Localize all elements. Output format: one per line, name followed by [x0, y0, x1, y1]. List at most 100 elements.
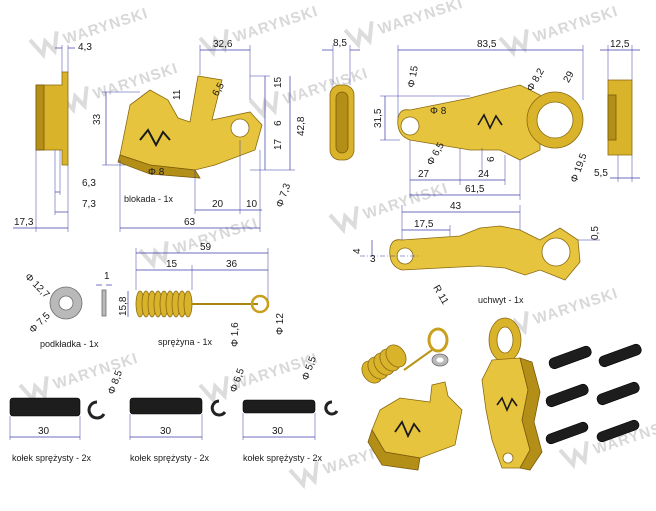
uchwyt-second-view: 43 17,5 4 3 R 11 0,5 uchwyt - 1x	[352, 201, 601, 307]
watermark-logo-icon	[328, 206, 359, 235]
dim-33: 33	[92, 113, 103, 125]
dim-10: 10	[246, 199, 258, 210]
brand-logo-icon	[496, 396, 518, 413]
podkladka-views: Φ 12,7 Φ 7,5 1 podkładka - 1x	[22, 271, 112, 349]
dim-30-a: 30	[38, 426, 50, 437]
dim-R-11: R 11	[430, 283, 450, 307]
dim-17-5: 17,5	[414, 219, 434, 230]
watermark-4: WARYNSKI	[498, 3, 620, 58]
dim-phi-7-5: Φ 7,5	[28, 310, 54, 336]
dim-phi-8: Φ 8	[148, 167, 165, 178]
label-kolek-1: kołek sprężysty - 2x	[12, 453, 92, 463]
dim-phi-19-5: Φ 19,5	[569, 152, 590, 185]
dim-15-8: 15,8	[118, 296, 129, 316]
blokada-front-body	[119, 75, 263, 171]
brand-logo-icon	[139, 128, 171, 148]
dim-17-3: 17,3	[14, 217, 34, 228]
spring-hook	[250, 294, 270, 314]
dim-20: 20	[212, 199, 224, 210]
render-pin	[598, 343, 642, 368]
dim-83-5: 83,5	[477, 39, 497, 50]
render-uchwyt-ring-hole	[496, 326, 514, 354]
dim-phi-6-5: Φ 6,5	[425, 140, 447, 167]
dim-24: 24	[478, 169, 490, 180]
blokada-front-edge	[117, 154, 201, 179]
watermark-logo-icon	[198, 29, 229, 58]
dim-8-5: 8,5	[333, 38, 347, 49]
uchwyt-side-inner	[335, 91, 349, 154]
dim-phi-8-b: Φ 8	[430, 106, 447, 117]
label-kolek-2: kołek sprężysty - 2x	[130, 453, 210, 463]
kolek-set-2: 30 Φ 6,5 kołek sprężysty - 2x	[129, 367, 247, 463]
uchwyt-end-view: 12,5 5,5	[594, 39, 640, 182]
dim-phi-1-6: Φ 1,6	[230, 322, 241, 347]
render-pin	[596, 381, 640, 406]
blokada-side-view: 4,3 6,3 7,3 17,3	[13, 42, 96, 232]
watermark-text: WARYNSKI	[376, 0, 465, 38]
washer-hole	[58, 295, 74, 311]
dim-phi-8-2: Φ 8,2	[525, 66, 547, 93]
render-blokada-side	[367, 429, 421, 471]
uchwyt-second-body	[389, 225, 581, 281]
dim-11: 11	[172, 89, 183, 100]
exploded-parts-render	[361, 317, 642, 471]
render-pins	[545, 343, 642, 445]
render-blokada	[371, 381, 463, 459]
watermark-8: WARYNSKI	[138, 215, 260, 270]
uchwyt-ring-inner	[536, 101, 574, 139]
dim-phi-12: Φ 12	[275, 313, 286, 335]
uchwyt-hole-small	[400, 116, 420, 136]
pin-section	[324, 400, 339, 416]
pin-section	[87, 400, 106, 420]
dim-59: 59	[200, 242, 212, 253]
kolek-set-1: 30 Φ 8,5 kołek sprężysty - 2x	[9, 369, 125, 463]
label-kolek-3: kołek sprężysty - 2x	[243, 453, 323, 463]
uchwyt-second-ring	[541, 237, 571, 267]
dim-phi-15: Φ 15	[406, 65, 421, 89]
pin-body	[129, 397, 203, 415]
dim-4-3: 4,3	[78, 42, 92, 53]
dim-4: 4	[352, 248, 363, 254]
dim-0-5: 0,5	[590, 226, 601, 240]
uchwyt-top-body	[397, 84, 541, 161]
dim-30-c: 30	[272, 426, 284, 437]
dim-15-b: 15	[166, 259, 178, 270]
watermark-text: WARYNSKI	[361, 180, 450, 223]
dim-7-3: 7,3	[82, 199, 96, 210]
dim-phi-7-3: Φ 7,3	[274, 182, 293, 209]
dim-phi-12-7: Φ 12,7	[22, 272, 51, 301]
dim-6-b: 6	[486, 156, 497, 162]
dim-5-5: 5,5	[594, 168, 608, 179]
dim-27: 27	[418, 169, 430, 180]
watermark-logo-icon	[248, 91, 279, 120]
dim-43: 43	[450, 201, 462, 212]
render-pin	[596, 419, 640, 443]
dim-42-8: 42,8	[296, 116, 307, 136]
label-podkladka: podkładka - 1x	[40, 339, 99, 349]
render-uchwyt-hole	[502, 452, 514, 464]
blokada-side-shade	[35, 84, 45, 151]
watermark-logo-icon	[498, 29, 529, 58]
watermark-text: WARYNSKI	[281, 65, 370, 108]
blokada-hole	[230, 118, 250, 138]
dim-3: 3	[370, 254, 376, 265]
render-uchwyt-body	[481, 357, 531, 469]
sprezyna-views: 59 15 36 15,8 Φ 1,6 Φ 12 sprężyna - 1x	[118, 242, 286, 347]
label-blokada: blokada - 1x	[124, 194, 174, 204]
watermark-logo-icon	[58, 86, 89, 115]
dim-17: 17	[273, 138, 284, 150]
dim-15: 15	[273, 76, 284, 88]
dim-6-3: 6,3	[82, 178, 96, 189]
render-pin	[548, 345, 592, 370]
render-spring-hook	[427, 327, 449, 353]
render-washer-hole	[436, 357, 444, 363]
watermark-text: WARYNSKI	[91, 60, 180, 103]
watermark-text: WARYNSKI	[531, 285, 620, 328]
render-pin	[545, 383, 589, 408]
dim-32-6: 32,6	[213, 39, 233, 50]
watermark-logo-icon	[288, 461, 319, 490]
watermark-logo-icon	[28, 31, 59, 60]
uchwyt-top-view: 83,5 31,5 Φ 15 Φ 8 Φ 8,2 29 Φ 6,5 6 27 2…	[373, 39, 590, 200]
watermark-logo-icon	[558, 441, 589, 470]
